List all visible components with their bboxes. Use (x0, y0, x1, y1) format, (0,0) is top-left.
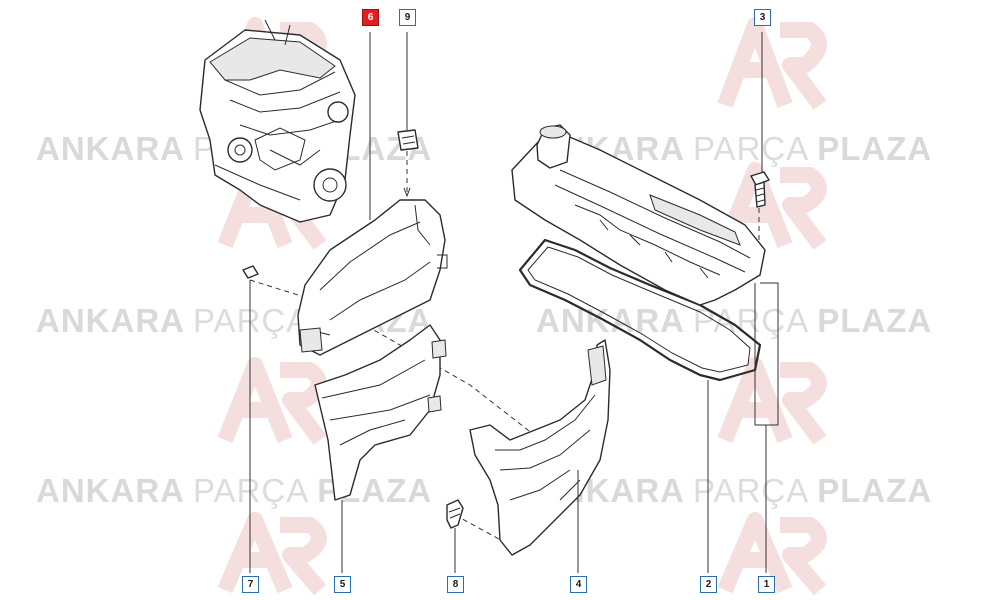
bolt-part-7 (242, 265, 259, 573)
callout-8[interactable]: 8 (447, 576, 464, 593)
callout-5[interactable]: 5 (334, 576, 351, 593)
rocker-cover-assembly-leader-part-1 (754, 282, 779, 573)
assembly-lines (249, 142, 760, 546)
screw-part-3 (750, 32, 770, 208)
bolt-part-8 (446, 499, 464, 573)
inner-timing-cover-part-5 (314, 324, 447, 573)
engine-assembly (199, 19, 356, 223)
arrow-head (403, 187, 411, 198)
callout-4[interactable]: 4 (570, 576, 587, 593)
callout-1[interactable]: 1 (758, 576, 775, 593)
clip-part-9 (397, 129, 419, 151)
watermark-logo (217, 357, 327, 445)
rocker-cover (511, 124, 766, 306)
lower-timing-cover-part-4 (469, 339, 611, 573)
watermark-logo (217, 512, 327, 596)
callout-6[interactable]: 6 (362, 9, 379, 26)
callout-7[interactable]: 7 (242, 576, 259, 593)
watermark-logos (217, 17, 827, 596)
callout-2[interactable]: 2 (700, 576, 717, 593)
watermark-logo (717, 512, 827, 596)
watermark-logo (717, 17, 827, 110)
upper-timing-cover-part-6 (297, 199, 448, 356)
callout-9[interactable]: 9 (399, 9, 416, 26)
watermark-logo (717, 357, 827, 445)
callout-3[interactable]: 3 (754, 9, 771, 26)
